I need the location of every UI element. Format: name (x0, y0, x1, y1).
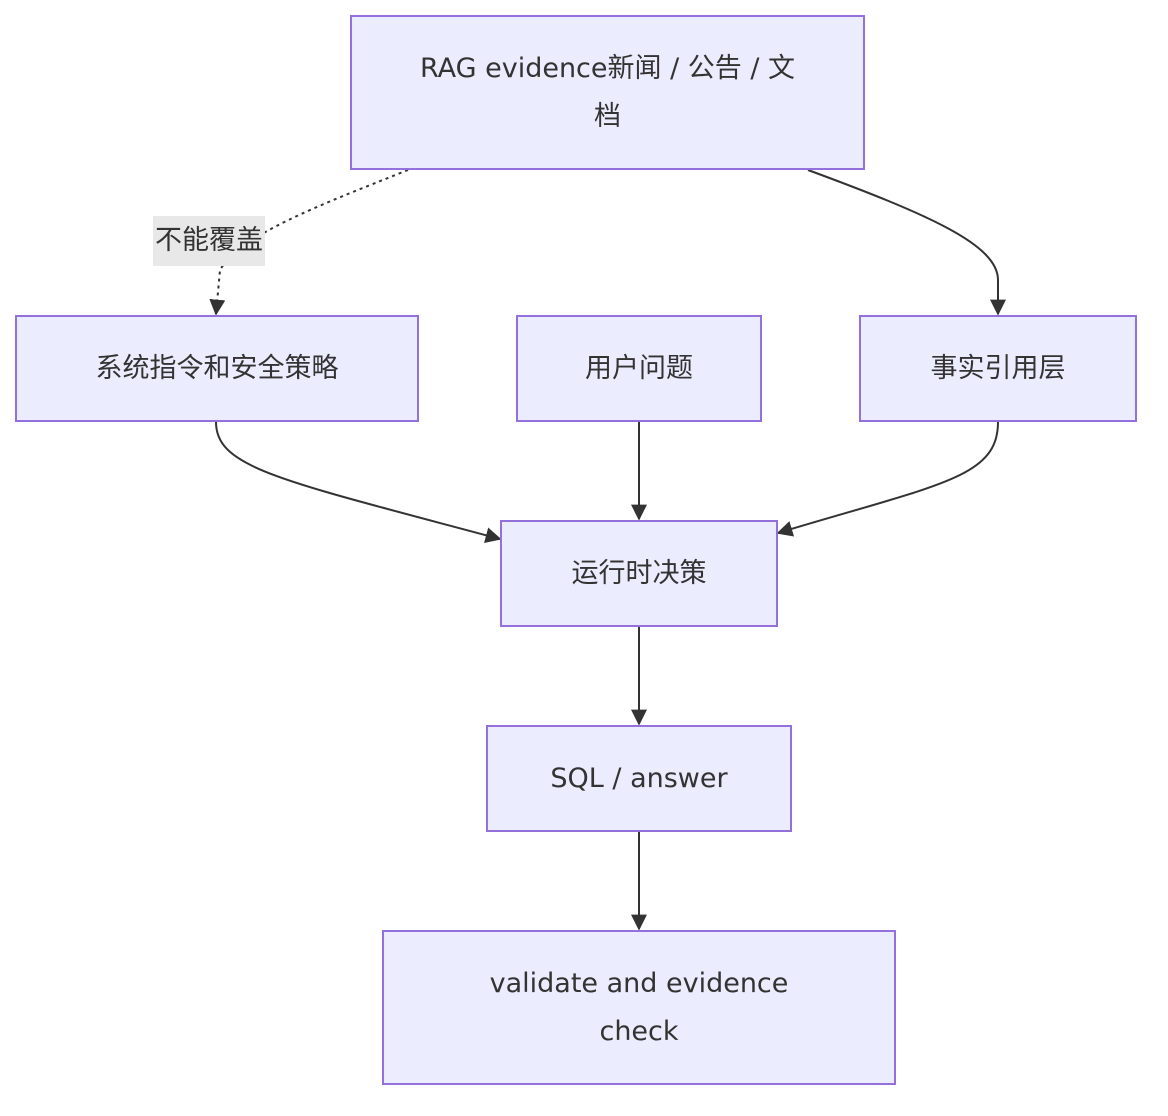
edge-rag-to-system (209, 169, 409, 316)
edge-rag-to-facts (807, 169, 1006, 316)
edge-system-to-runtime (215, 421, 502, 543)
node-fact-citation-layer[interactable]: 事实引用层 (859, 315, 1137, 422)
node-user-question[interactable]: 用户问题 (516, 315, 762, 422)
node-runtime-decision[interactable]: 运行时决策 (500, 520, 778, 627)
edge-facts-to-runtime (776, 421, 999, 537)
node-sql-answer[interactable]: SQL / answer (486, 725, 792, 832)
node-rag-evidence[interactable]: RAG evidence新闻 / 公告 / 文档 (350, 15, 865, 170)
node-validate-evidence-check[interactable]: validate and evidence check (382, 930, 896, 1085)
edge-label-cannot-override: 不能覆盖 (153, 216, 265, 266)
node-system-policy[interactable]: 系统指令和安全策略 (15, 315, 419, 422)
